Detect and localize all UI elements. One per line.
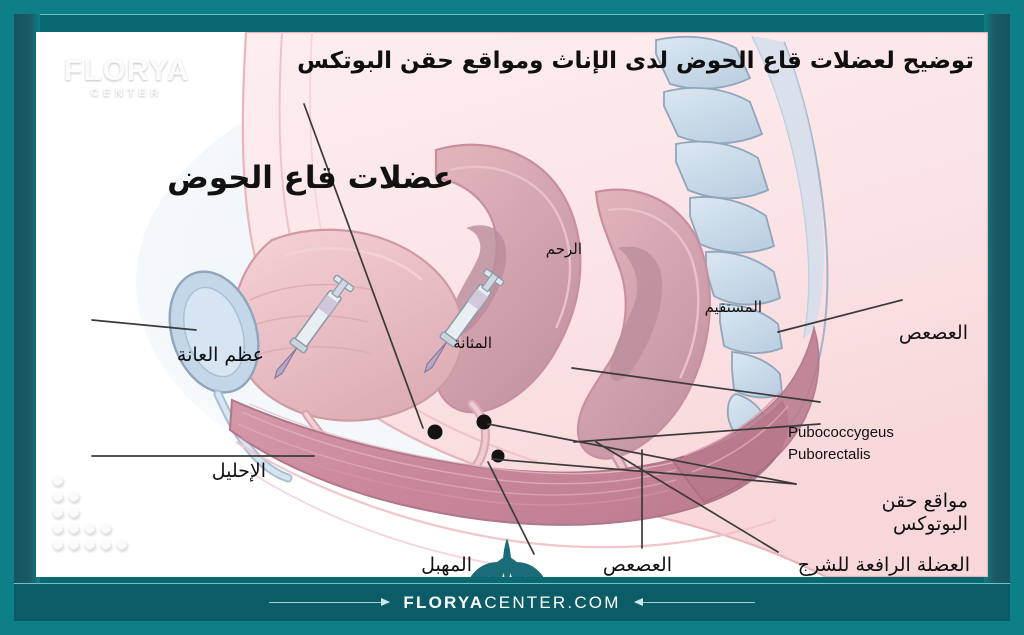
decorative-dot [68,491,79,502]
footer-website: FLORYACENTER.COM [403,593,620,613]
decorative-dot [52,523,63,534]
footer-brand-bold: FLORYA [403,592,485,612]
decorative-dot [68,539,79,550]
label-coccyx-right: العصعص [898,322,968,344]
label-uterus: الرحم [545,240,582,258]
florya-leaf-logo [470,538,544,577]
label-pubic-bone: عظم العانة [176,344,264,366]
rectum-organ [576,188,711,460]
decorative-dot [84,523,95,534]
footer-arrow-left-icon [269,598,391,606]
footer-brand-light: CENTER.COM [484,592,621,612]
label-urethra: الإحليل [211,460,266,482]
infographic-card: عضلات قاع الحوض عظم العانة الإحليل الرحم… [36,32,988,577]
uterus-organ [434,143,582,414]
label-vagina: المهبل [421,554,472,576]
decorative-dot [52,539,63,550]
decorative-dot [100,523,111,534]
decorative-dot [84,539,95,550]
footer-arrow-right-icon [633,598,755,606]
footer-bar: FLORYACENTER.COM [14,583,1010,621]
botox-line-1: مواقع حقن [881,490,968,512]
decorative-dot [52,491,63,502]
label-puborectalis: Puborectalis [788,446,871,463]
label-rectum: المستقيم [704,298,762,316]
decorative-dot [52,475,63,486]
pelvic-floor-muscle-band [228,398,789,526]
label-levator-ani: العضلة الرافعة للشرج [797,554,970,576]
decorative-dot [116,539,127,550]
syringe-left [273,274,355,380]
botox-line-2: البوتوكس [893,513,968,536]
decorative-dot [100,539,111,550]
label-coccyx-bottom: العصعص [602,554,672,576]
label-pelvic-floor-muscles: عضلات قاع الحوض [167,160,454,196]
page-title: توضيح لعضلات قاع الحوض لدى الإناث ومواقع… [297,48,974,74]
spine-vertebrae [655,35,784,399]
leader-lines [91,103,903,555]
decorative-dot [52,507,63,518]
pubic-bone [168,270,260,394]
label-pubococcygeus: Pubococcygeus [788,424,894,441]
decorative-dot [68,523,79,534]
pelvic-anatomy-illustration [91,32,988,577]
label-bladder: المثانة [453,334,492,352]
label-botox-injection-sites: مواقع حقن البوتوكس [830,490,968,536]
decorative-dot [68,507,79,518]
syringe-right [423,268,505,374]
decorative-dot-grid-bottom-left [52,475,152,559]
frame-shadow-left [14,14,40,621]
frame-shadow-right [984,14,1010,621]
